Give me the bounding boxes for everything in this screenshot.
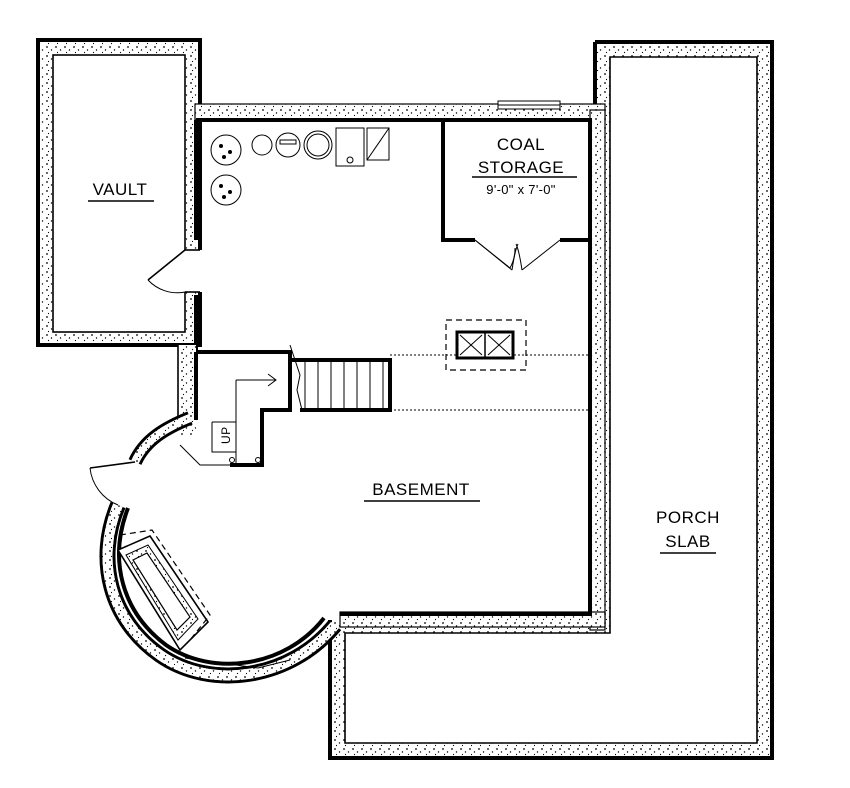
coal-storage-dimensions: 9'-0" x 7'-0": [486, 182, 555, 197]
vault-room: [36, 38, 204, 347]
porch-slab: [328, 40, 774, 760]
coal-storage-room: [441, 120, 590, 271]
porch-label-line1: PORCH: [656, 508, 720, 527]
stair-structure: [179, 344, 590, 467]
basement-label: BASEMENT: [372, 480, 470, 499]
turret-wall: [99, 411, 342, 684]
porch-label-line2: SLAB: [665, 532, 710, 551]
egress-window-well: [116, 529, 211, 652]
coal-storage-label-line1: COAL: [497, 135, 545, 154]
coal-storage-label-line2: STORAGE: [478, 158, 564, 177]
stairs-up-label: UP: [219, 426, 233, 444]
basement-walls: [177, 100, 606, 631]
vault-label: VAULT: [93, 180, 148, 199]
center-column: [445, 319, 527, 371]
utility-appliances: [210, 127, 390, 206]
vault-door: [147, 249, 186, 294]
turret-door: [89, 461, 136, 506]
